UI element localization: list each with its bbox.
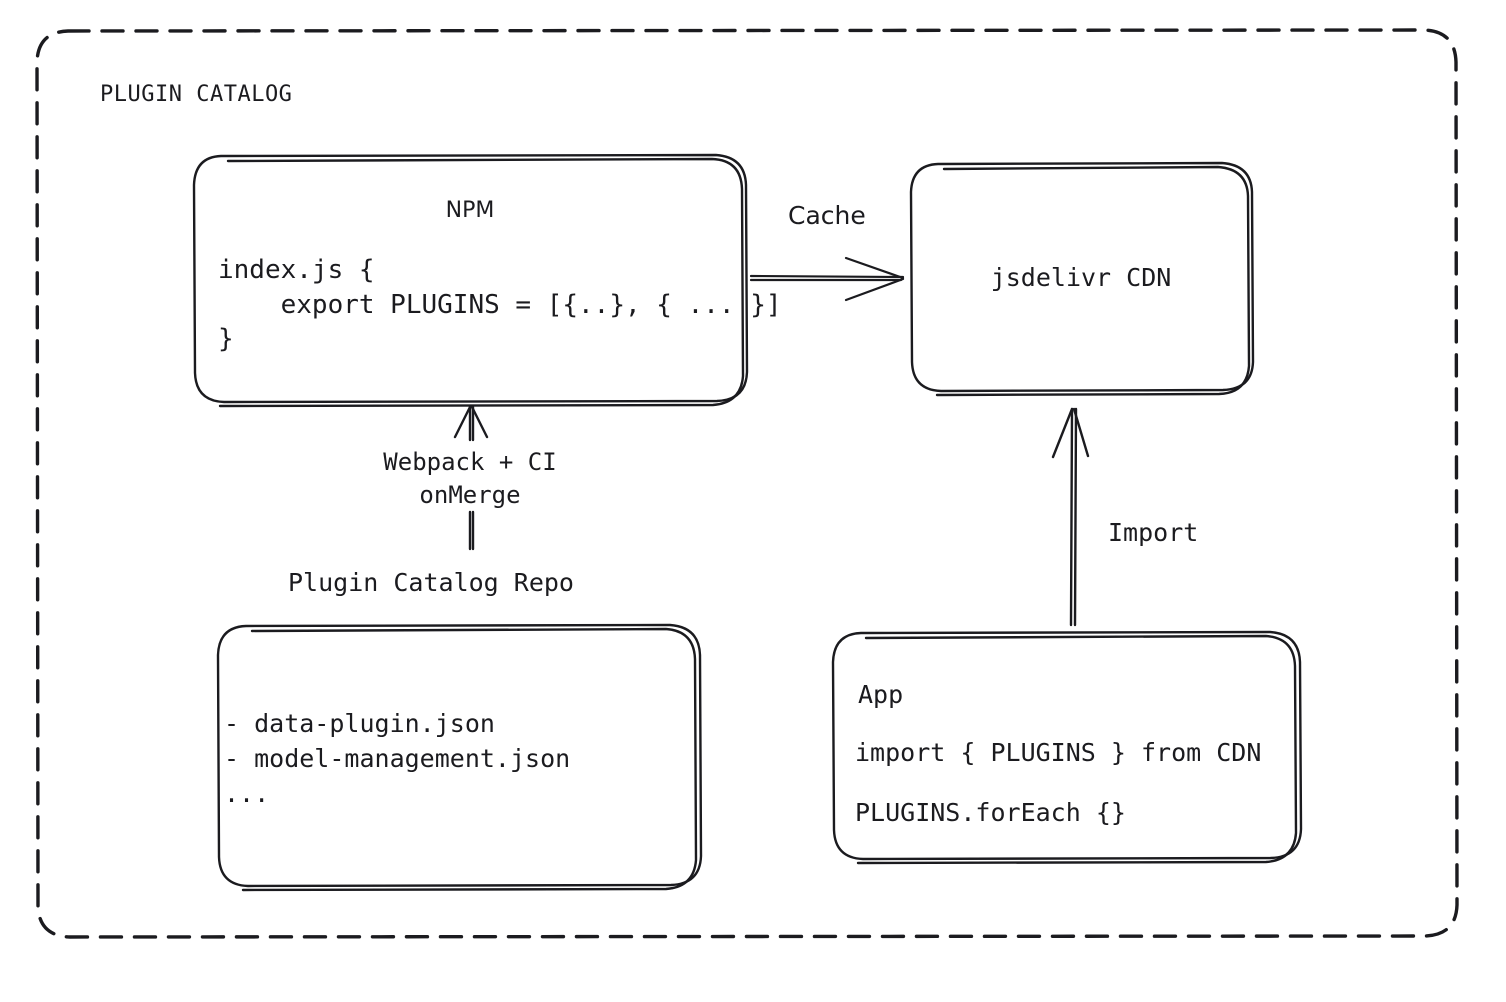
repo-node-caption: Plugin Catalog Repo [288, 568, 574, 597]
edge-label-cache: Cache [788, 201, 866, 230]
edge-label-import: Import [1108, 518, 1199, 547]
npm-node-code: index.js { export PLUGINS = [{..}, { ...… [218, 255, 782, 355]
cdn-node-title: jsdelivr CDN [990, 263, 1172, 292]
container-title: PLUGIN CATALOG [100, 82, 293, 107]
app-node-title: App [858, 680, 904, 709]
app-node-foreach-line: PLUGINS.forEach {} [855, 798, 1126, 827]
edge-app-to-cdn [1051, 407, 1090, 627]
app-node-import-line: import { PLUGINS } from CDN [855, 738, 1262, 767]
repo-node-body: - data-plugin.json - model-management.js… [224, 709, 571, 808]
edge-label-webpack-ci: Webpack + CI onMerge [383, 448, 557, 510]
npm-node-title: NPM [445, 198, 495, 223]
